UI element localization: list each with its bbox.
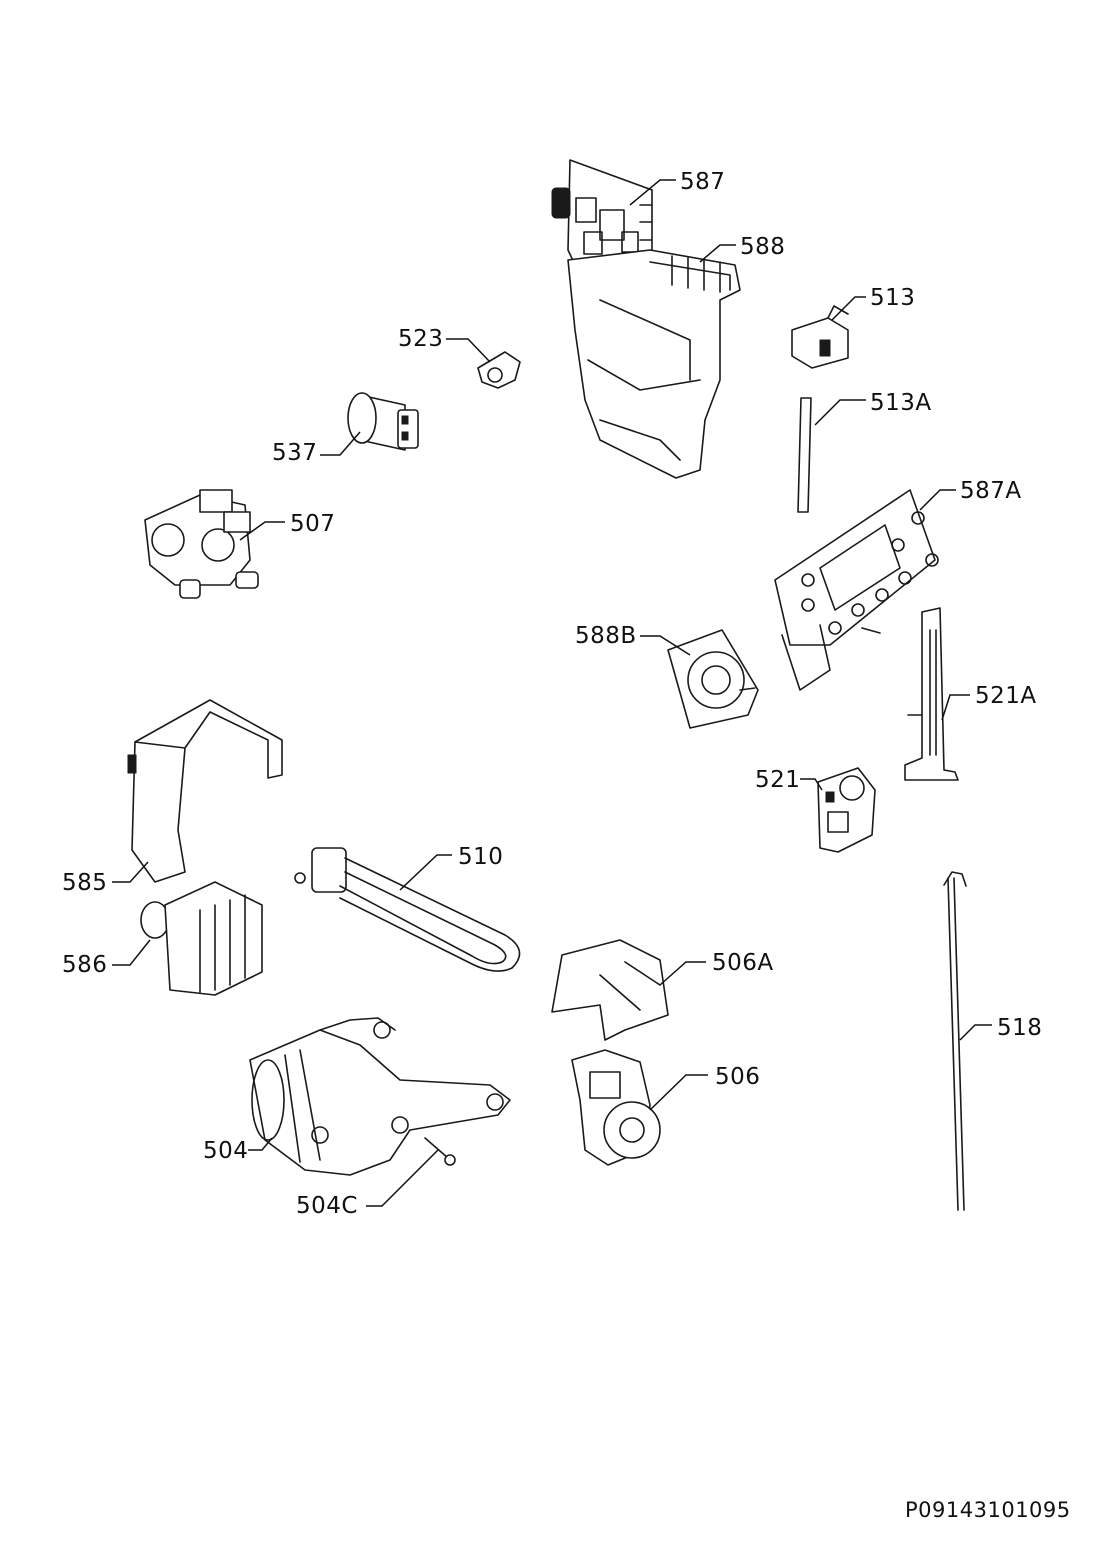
part-588-board-housing — [567, 249, 741, 479]
callout-504: 504 — [203, 1138, 249, 1164]
callout-587: 587 — [680, 169, 726, 195]
part-513-switch — [791, 305, 849, 369]
part-521-door-lock — [817, 767, 876, 853]
part-506-drain-pump — [571, 1049, 661, 1166]
callout-506A: 506A — [712, 950, 774, 976]
callout-586: 586 — [62, 952, 108, 978]
callout-521A: 521A — [975, 683, 1037, 709]
part-586-filter — [140, 881, 263, 996]
callout-587A: 587A — [960, 478, 1022, 504]
part-504C-screw — [424, 1137, 456, 1166]
callout-506: 506 — [715, 1064, 761, 1090]
callout-510: 510 — [458, 844, 504, 870]
callout-518: 518 — [997, 1015, 1043, 1041]
part-521A-bracket — [904, 607, 959, 781]
callout-513A: 513A — [870, 390, 932, 416]
callout-504C: 504C — [296, 1193, 358, 1219]
part-510-heating-element — [294, 847, 521, 972]
callout-521: 521 — [755, 767, 801, 793]
callout-588B: 588B — [575, 623, 637, 649]
part-506A-pump-cover — [551, 939, 669, 1041]
part-507-water-valve — [144, 489, 259, 599]
callout-585: 585 — [62, 870, 108, 896]
part-537-capacitor — [347, 392, 419, 451]
document-code: P09143101095 — [905, 1498, 1071, 1522]
callout-507: 507 — [290, 511, 336, 537]
part-588B-selector — [667, 629, 759, 729]
leader-lines — [112, 179, 992, 1207]
part-523-clip — [477, 351, 521, 389]
callout-537: 537 — [272, 440, 318, 466]
part-518-wire-rod — [943, 871, 967, 1211]
part-585-cover — [127, 699, 283, 883]
callout-513: 513 — [870, 285, 916, 311]
callout-588: 588 — [740, 234, 786, 260]
part-513A-rod — [797, 397, 812, 513]
part-587A-display-board — [774, 489, 939, 691]
part-504-motor — [249, 1017, 511, 1176]
callout-523: 523 — [398, 326, 444, 352]
